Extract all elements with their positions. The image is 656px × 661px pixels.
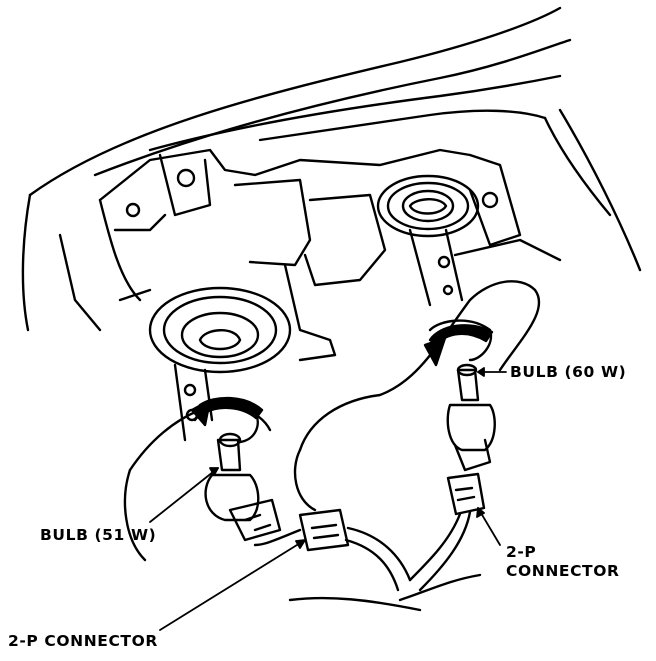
right-headlight-socket [376,174,480,307]
right-connector-label: 2-P CONNECTOR [506,543,620,581]
right-2p-connector [408,472,486,592]
bulb-51w-label: BULB (51 W) [40,526,157,544]
left-headlight-socket [148,286,292,442]
hood-panel [21,6,642,332]
left-connector-label: 2-P CONNECTOR [8,632,158,650]
bulb-60w-label: BULB (60 W) [510,363,627,381]
rotation-arrow-right [423,324,494,367]
rotation-arrow-left [190,396,264,427]
left-bulb-51w [204,432,282,542]
right-connector-label-line1: 2-P [506,543,537,561]
right-bulb-60w [446,363,496,472]
lower-body-lines [288,573,482,612]
left-2p-connector [253,508,412,592]
right-connector-label-line2: CONNECTOR [506,562,620,580]
inner-frame [58,148,562,362]
leader-lines [149,367,507,631]
right-hand [293,280,541,512]
